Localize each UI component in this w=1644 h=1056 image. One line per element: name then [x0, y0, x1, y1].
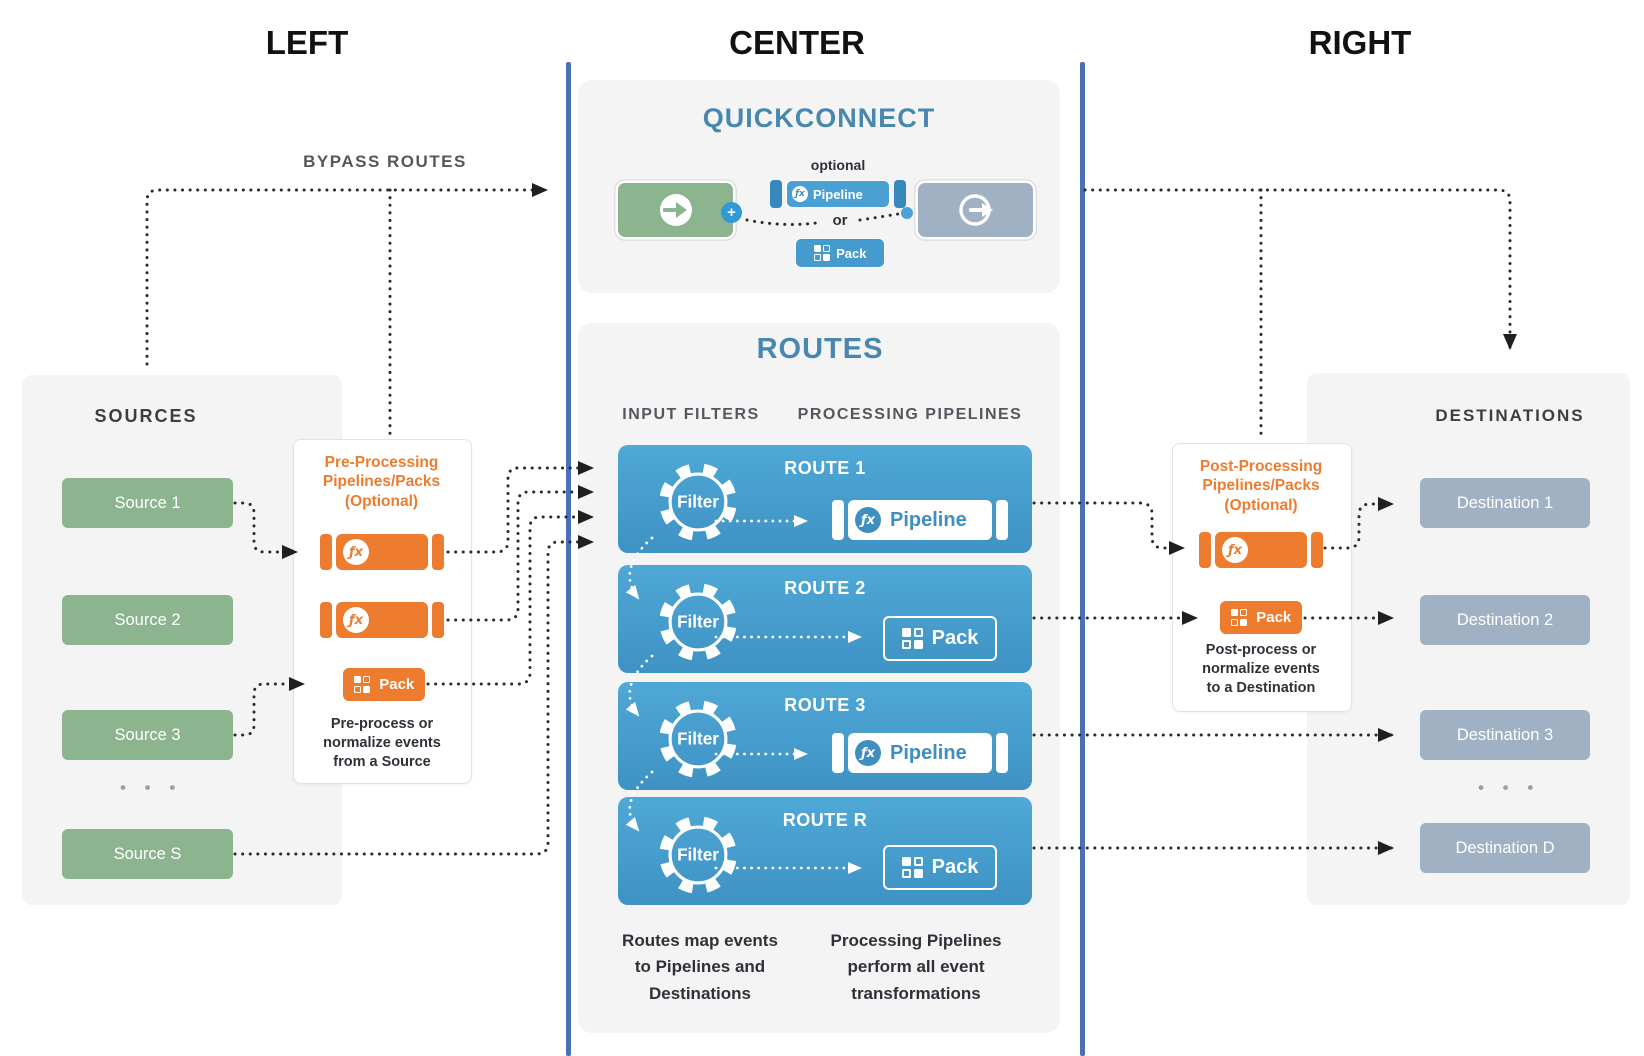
- filter-label: Filter: [677, 729, 719, 748]
- postprocessing-pipeline: ƒx: [1199, 532, 1323, 568]
- quickconnect-source-node: [618, 183, 733, 237]
- pack-label: Pack: [379, 676, 415, 693]
- preprocessing-pack-badge: Pack: [343, 668, 425, 701]
- source-2-box: Source 2: [62, 595, 233, 645]
- destination-d-box: Destination D: [1420, 823, 1590, 873]
- pipeline-label: Pipeline: [813, 186, 863, 202]
- quickconnect-destination-node: [918, 183, 1033, 237]
- divider-right: [1080, 62, 1085, 1056]
- pack-grid-icon: [901, 628, 923, 649]
- optional-pack-badge: Pack: [795, 238, 885, 268]
- routes-panel: [578, 323, 1060, 1033]
- filter-gear-icon: Filter: [659, 583, 737, 661]
- quickconnect-title: QUICKCONNECT: [702, 103, 936, 133]
- fx-icon: ƒx: [1222, 537, 1248, 563]
- route-3-title: ROUTE 3: [784, 695, 866, 715]
- sources-ellipsis: • • •: [120, 778, 183, 797]
- routes-title: ROUTES: [756, 333, 884, 365]
- column-header-center: CENTER: [729, 24, 865, 61]
- destinations-ellipsis: • • •: [1478, 778, 1541, 797]
- pack-label: Pack: [836, 245, 867, 261]
- arrow-out-icon: [958, 194, 993, 226]
- bypass-routes-label: BYPASS ROUTES: [303, 152, 467, 171]
- source-1-box: Source 1: [62, 478, 233, 528]
- divider-left: [566, 62, 571, 1056]
- postprocessing-card: [1172, 443, 1352, 712]
- route-3-pipeline-capsule: ƒx Pipeline: [832, 733, 1008, 773]
- pack-label: Pack: [931, 856, 979, 878]
- postprocessing-pack-badge: Pack: [1220, 601, 1302, 634]
- fx-icon: ƒx: [855, 740, 881, 766]
- filter-gear-icon: Filter: [659, 700, 737, 778]
- destinations-title: DESTINATIONS: [1435, 406, 1585, 425]
- filter-gear-icon: Filter: [659, 463, 737, 541]
- route-2-pack-badge: Pack: [883, 616, 997, 661]
- filter-label: Filter: [677, 492, 719, 511]
- pack-label: Pack: [1256, 609, 1292, 626]
- destination-2-box: Destination 2: [1420, 595, 1590, 645]
- route-r-pack-badge: Pack: [883, 845, 997, 890]
- filter-label: Filter: [677, 612, 719, 631]
- destination-3-box: Destination 3: [1420, 710, 1590, 760]
- fx-icon: ƒx: [343, 539, 369, 565]
- route-r-title: ROUTE R: [782, 810, 868, 830]
- routes-caption: Routes map events to Pipelines and Desti…: [622, 931, 778, 1003]
- input-filters-label: INPUT FILTERS: [622, 406, 760, 423]
- connector-dot: [901, 207, 913, 219]
- preprocessing-pipeline-1: ƒx: [320, 534, 444, 570]
- route-2-title: ROUTE 2: [784, 578, 866, 598]
- pack-grid-icon: [1230, 609, 1248, 626]
- preprocessing-title: Pre-Processing Pipelines/Packs (Optional…: [322, 454, 441, 510]
- filter-label: Filter: [677, 845, 719, 864]
- fx-icon: ƒx: [792, 186, 808, 202]
- postprocessing-caption: Post-process or normalize events to a De…: [1202, 642, 1320, 696]
- pack-grid-icon: [353, 676, 371, 693]
- plus-icon: +: [721, 202, 742, 223]
- fx-icon: ƒx: [855, 507, 881, 533]
- bypass-left-line: [145, 183, 548, 366]
- route-1-title: ROUTE 1: [784, 458, 866, 478]
- arrow-in-icon: [659, 194, 692, 226]
- pack-grid-icon: [901, 857, 923, 878]
- pipeline-label: Pipeline: [890, 741, 967, 764]
- column-header-left: LEFT: [265, 24, 349, 61]
- preprocessing-pipeline-2: ƒx: [320, 602, 444, 638]
- sources-title: SOURCES: [94, 406, 198, 426]
- or-label: or: [832, 212, 848, 229]
- source-3-box: Source 3: [62, 710, 233, 760]
- pipelines-caption: Processing Pipelines perform all event t…: [830, 931, 1002, 1003]
- pipeline-label: Pipeline: [890, 508, 967, 531]
- route-1-pipeline-capsule: ƒx Pipeline: [832, 500, 1008, 540]
- filter-gear-icon: Filter: [659, 816, 737, 894]
- postprocessing-title: Post-Processing Pipelines/Packs (Optiona…: [1199, 458, 1323, 514]
- optional-label: optional: [810, 157, 866, 173]
- pipeline-cap: [770, 180, 782, 208]
- pack-grid-icon: [813, 244, 831, 262]
- pipeline-cap: [894, 180, 906, 208]
- preprocessing-caption: Pre-process or normalize events from a S…: [323, 716, 441, 770]
- bypass-right-line: [1083, 188, 1517, 350]
- processing-pipelines-label: PROCESSING PIPELINES: [797, 406, 1023, 423]
- column-header-right: RIGHT: [1308, 24, 1412, 61]
- destination-1-box: Destination 1: [1420, 478, 1590, 528]
- optional-pipeline-badge: ƒx Pipeline: [770, 180, 906, 208]
- fx-icon: ƒx: [343, 607, 369, 633]
- pack-label: Pack: [931, 627, 979, 649]
- source-s-box: Source S: [62, 829, 233, 879]
